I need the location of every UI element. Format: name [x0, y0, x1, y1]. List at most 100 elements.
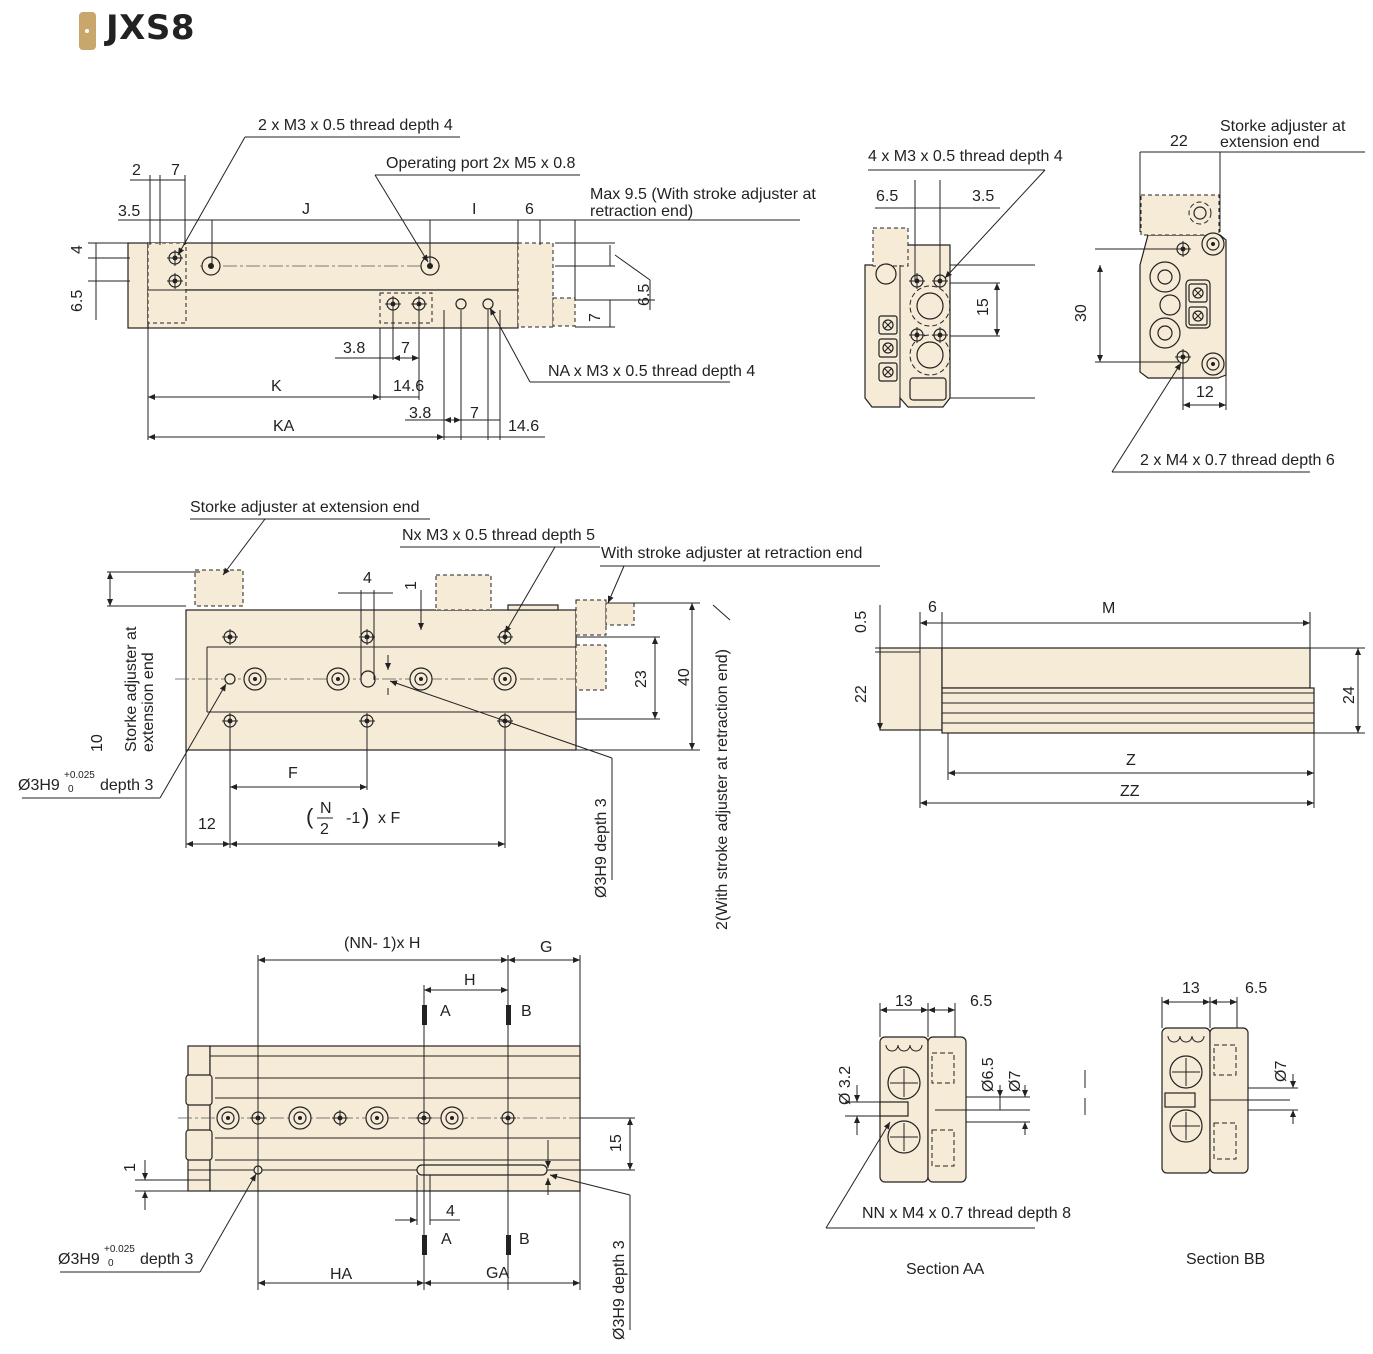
- side-dim-J: J: [302, 201, 310, 218]
- top-pin-depth: depth 3: [100, 777, 153, 794]
- bottom-pin-vert: Ø3H9 depth 3: [611, 1240, 628, 1340]
- side-dim-6-5: 6.5: [69, 290, 86, 312]
- bottom-dim-G: G: [540, 939, 552, 956]
- bottom-pin-tol-top: +0.025: [104, 1244, 135, 1255]
- section-aa: 13 6.5 Ø 3.2 Ø6.5 Ø7 NN x M4 x 0.7 threa…: [825, 993, 1086, 1278]
- top-dim-4: 4: [363, 570, 372, 587]
- side-dim-6-5-right: 6.5: [636, 284, 653, 306]
- front-view: 0.5 6 M 22 24 Z ZZ: [853, 599, 1365, 808]
- bottom-sec-B2: B: [519, 1231, 530, 1248]
- section-bb: 13 6.5 Ø7 Section BB: [1161, 980, 1298, 1268]
- top-vert-label-1: Storke adjuster at: [123, 626, 140, 752]
- side-dim-I: I: [472, 201, 476, 218]
- side-dim-4: 4: [69, 245, 86, 254]
- front-dim-0-5: 0.5: [853, 611, 870, 633]
- top-dim-F: F: [288, 765, 298, 782]
- end-b-note-1: Storke adjuster at: [1220, 118, 1346, 135]
- top-vert-right: 2(With stroke adjuster at retraction end…: [714, 649, 731, 930]
- sec-bb-dim-6-5: 6.5: [1245, 980, 1267, 997]
- side-dim-K: K: [271, 378, 282, 395]
- bottom-pin-tol-bot: 0: [108, 1258, 114, 1269]
- top-view: Storke adjuster at extension end Nx M3 x…: [18, 499, 880, 930]
- side-dim-7: 7: [171, 162, 180, 179]
- sec-bb-label: Section BB: [1186, 1251, 1265, 1268]
- bottom-dim-1: 1: [122, 1163, 139, 1172]
- end-b-dim-22: 22: [1170, 133, 1188, 150]
- side-dim-6: 6: [525, 201, 534, 218]
- sec-aa-dim-13: 13: [895, 993, 913, 1010]
- bottom-pin-depth: depth 3: [140, 1251, 193, 1268]
- badge-dot: [85, 29, 89, 33]
- bottom-dim-H: H: [464, 972, 476, 989]
- bottom-dim-15: 15: [608, 1134, 625, 1152]
- front-endplate: [879, 647, 943, 731]
- side-endplate: [127, 242, 149, 329]
- top-pin-tol-top: +0.025: [64, 770, 95, 781]
- model-badge: [79, 12, 96, 50]
- top-dim-12: 12: [198, 816, 216, 833]
- end-a-note: 4 x M3 x 0.5 thread depth 4: [868, 148, 1063, 165]
- bottom-sec-B: B: [521, 1003, 532, 1020]
- top-formula-2: 2: [320, 821, 329, 838]
- front-dim-M: M: [1102, 600, 1115, 617]
- bottom-dim-4: 4: [446, 1203, 455, 1220]
- bottom-view: (NN- 1)x H G H A B 15 1 4 A B HA GA Ø3H9…: [58, 935, 635, 1340]
- front-dim-24: 24: [1341, 686, 1358, 704]
- top-formula-paren-l: (: [306, 804, 314, 829]
- end-b-note-2: extension end: [1220, 134, 1320, 151]
- front-dim-ZZ: ZZ: [1120, 783, 1140, 800]
- side-note-na: NA x M3 x 0.5 thread depth 4: [548, 363, 755, 380]
- side-dim-7c: 7: [470, 405, 479, 422]
- bottom-sec-A: A: [440, 1003, 451, 1020]
- top-pin-tol-bot: 0: [68, 784, 74, 795]
- sec-aa-note: NN x M4 x 0.7 thread depth 8: [862, 1205, 1071, 1222]
- sec-bb-dim-13: 13: [1182, 980, 1200, 997]
- sec-aa-dim-7: Ø7: [1007, 1071, 1024, 1092]
- sec-aa-dim-3-2: Ø 3.2: [837, 1066, 854, 1105]
- end-view-b: Storke adjuster at extension end 22 30 1…: [1073, 118, 1365, 473]
- top-note-stroke-ext: Storke adjuster at extension end: [190, 499, 419, 516]
- top-formula-n: N: [320, 800, 332, 817]
- front-table: [941, 647, 1311, 689]
- end-b-note-bottom: 2 x M4 x 0.7 thread depth 6: [1140, 452, 1335, 469]
- end-a-dim-3-5: 3.5: [972, 188, 994, 205]
- side-stroke-adjuster: [517, 242, 554, 328]
- top-dim-23: 23: [633, 670, 650, 688]
- bottom-pin-note: Ø3H9: [58, 1251, 100, 1268]
- top-dim-10: 10: [89, 734, 106, 752]
- side-note-max-2: retraction end): [590, 203, 693, 220]
- top-note-stroke-ret: With stroke adjuster at retraction end: [601, 545, 862, 562]
- end-b-dim-12: 12: [1196, 384, 1214, 401]
- bottom-dim-GA: GA: [486, 1265, 509, 1282]
- end-view-a: 4 x M3 x 0.5 thread depth 4 6.5 3.5 15: [864, 148, 1063, 408]
- sec-aa-dim-6-5v: Ø6.5: [980, 1057, 997, 1092]
- side-dim-14-6: 14.6: [393, 378, 424, 395]
- side-view: 2 x M3 x 0.5 thread depth 4 Operating po…: [69, 117, 816, 440]
- top-formula-rest: -1: [346, 810, 360, 827]
- side-dim-KA: KA: [273, 418, 295, 435]
- top-formula-xf: x F: [378, 810, 400, 827]
- top-dim-1: 1: [403, 581, 420, 590]
- end-a-dim-6-5: 6.5: [876, 188, 898, 205]
- front-dim-Z: Z: [1126, 752, 1136, 769]
- end-b-dim-30: 30: [1073, 304, 1090, 322]
- top-pin-vert: Ø3H9 depth 3: [593, 798, 610, 898]
- bottom-dim-NNH: (NN- 1)x H: [344, 935, 420, 952]
- side-dim-14-6b: 14.6: [508, 418, 539, 435]
- sec-aa-dim-6-5: 6.5: [970, 993, 992, 1010]
- top-dim-40: 40: [676, 668, 693, 686]
- top-note-nx: Nx M3 x 0.5 thread depth 5: [402, 527, 595, 544]
- front-base: [941, 687, 1315, 734]
- bottom-sec-A2: A: [441, 1231, 452, 1248]
- side-note-mount: 2 x M3 x 0.5 thread depth 4: [258, 117, 453, 134]
- side-note-port: Operating port 2x M5 x 0.8: [386, 155, 576, 172]
- sec-bb-dim-7: Ø7: [1273, 1061, 1290, 1082]
- side-dim-2: 2: [132, 162, 141, 179]
- top-pin-note: Ø3H9: [18, 777, 60, 794]
- side-dim-7-right: 7: [587, 313, 604, 322]
- front-dim-6: 6: [928, 599, 937, 616]
- side-dim-3-5: 3.5: [118, 203, 140, 220]
- side-adjuster-screw: [552, 297, 576, 327]
